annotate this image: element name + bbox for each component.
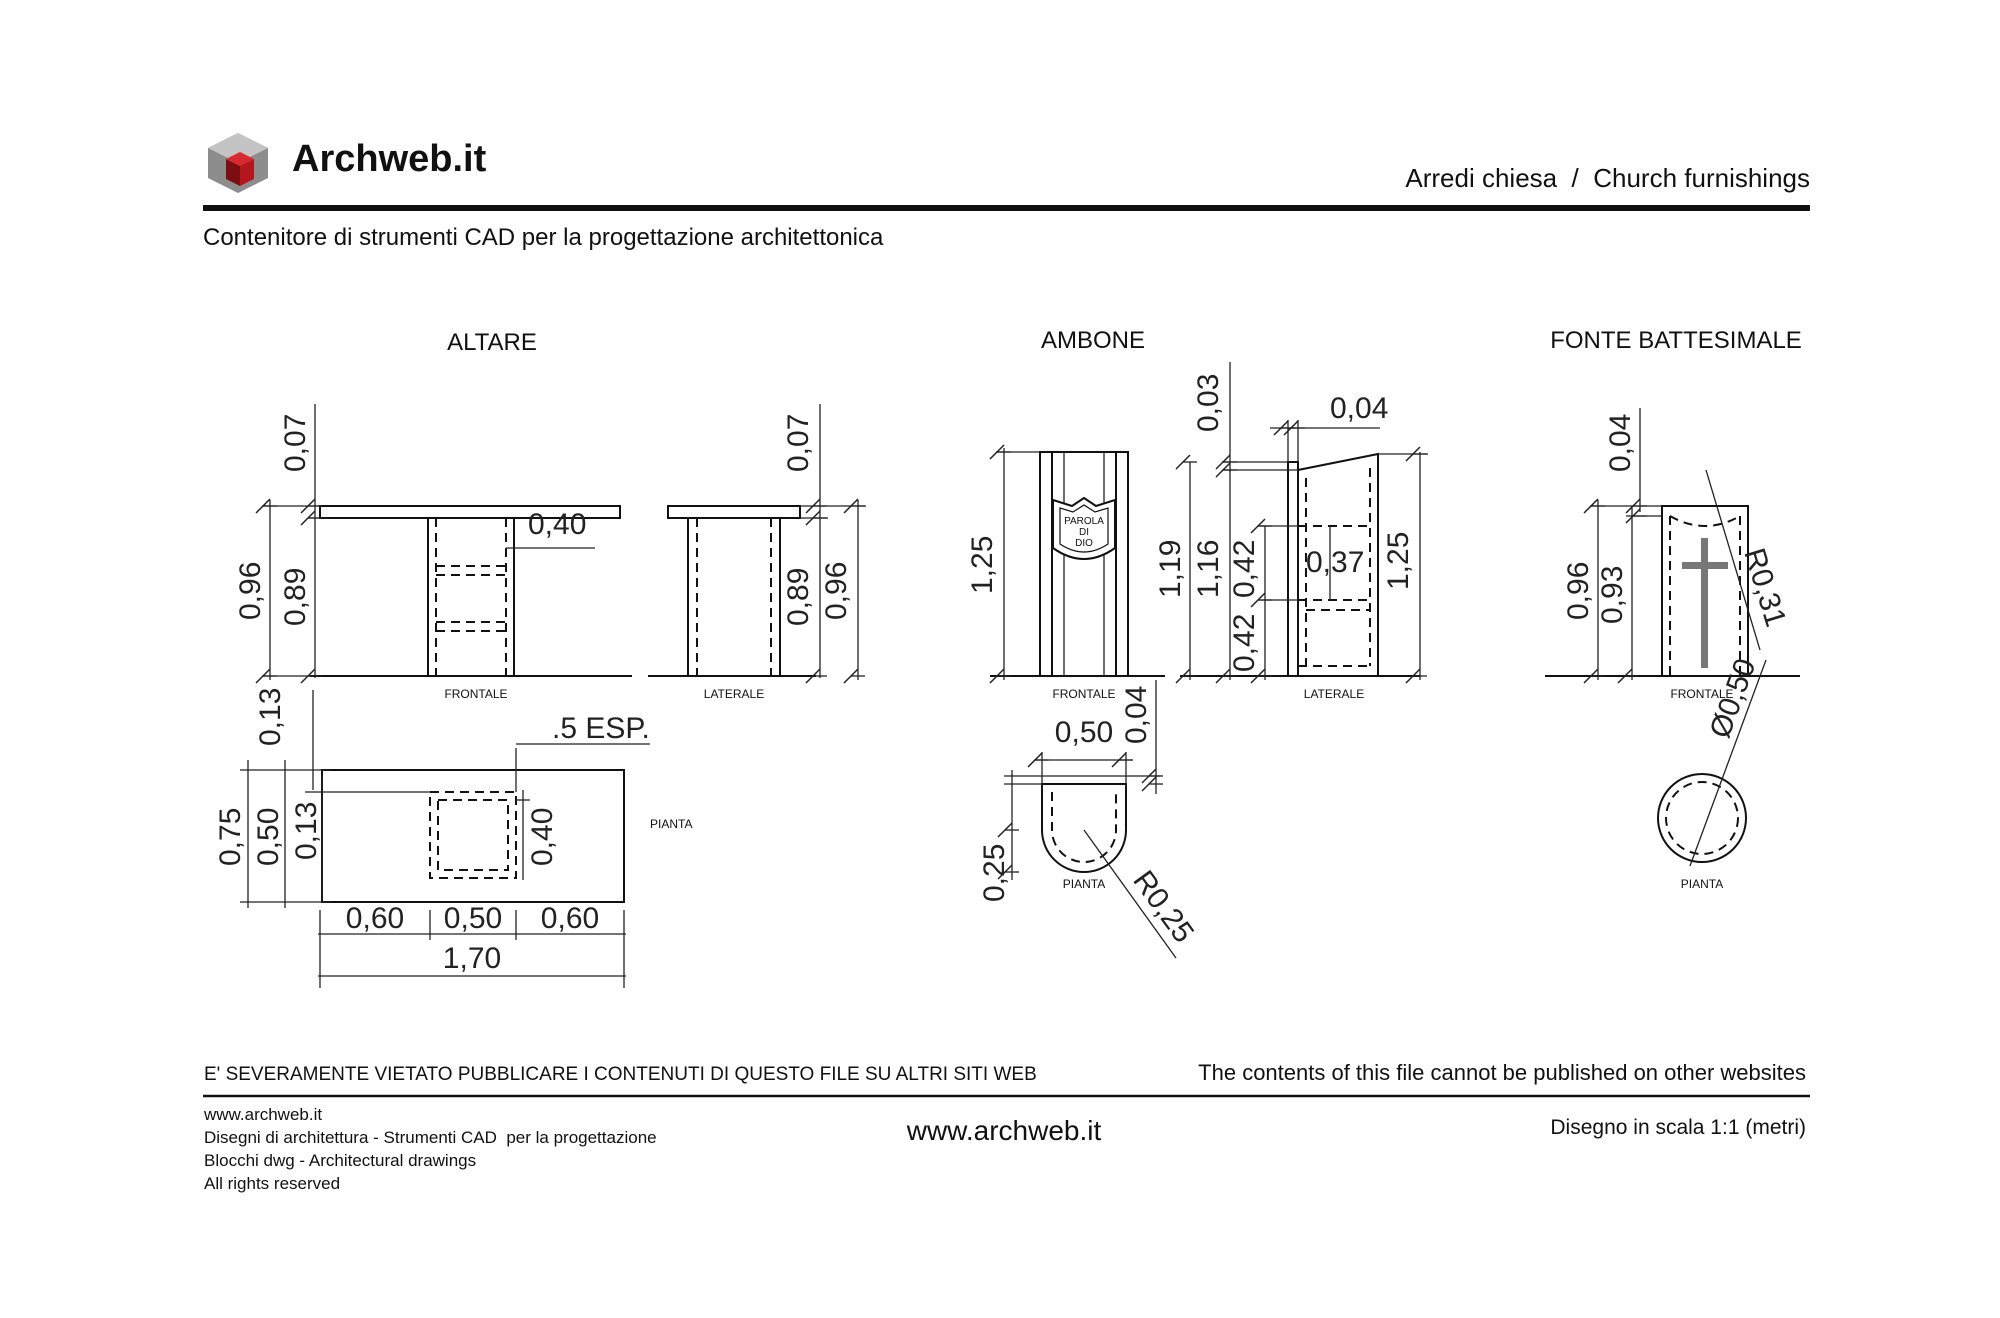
dim-ambone-side-125: 1,25: [1382, 532, 1415, 590]
footer-warning-en: The contents of this file cannot be publ…: [1198, 1060, 1806, 1085]
dim-ambone-037: 0,37: [1306, 546, 1364, 579]
fonte-pianta-label: PIANTA: [1681, 877, 1723, 891]
altare-side-elevation: 0,07 0,89 0,96 LATERALE: [648, 404, 866, 701]
altare-front-elevation: 0,07 0,96 0,89 0,40 FRONTALE: [234, 404, 632, 701]
ambone-plan: 0,50 0,04 0,25 R0,25 PIANTA: [978, 680, 1200, 959]
dim-altare-esp: .5 ESP.: [552, 712, 650, 745]
logo-text: Archweb.it: [292, 138, 487, 180]
fonte-frontale-label: FRONTALE: [1670, 687, 1733, 701]
dim-fonte-096: 0,96: [1562, 562, 1595, 620]
dim-altare-plan-060-right: 0,60: [541, 902, 599, 935]
fonte-front-elevation: 0,04 0,96 0,93 R0,31 FRONTALE: [1545, 408, 1800, 701]
footer-center-url[interactable]: www.archweb.it: [906, 1115, 1102, 1146]
page-subtitle: Contenitore di strumenti CAD per la prog…: [203, 224, 884, 251]
footer-warning-it: E' SEVERAMENTE VIETATO PUBBLICARE I CONT…: [204, 1064, 1037, 1085]
footer-info-line-3: Blocchi dwg - Architectural drawings: [204, 1151, 476, 1170]
parola-di-dio-emblem: PAROLA DI DIO: [1052, 496, 1116, 560]
ambone-section: AMBONE PAROLA DI DIO 1,25 FRONTALE: [966, 327, 1428, 959]
dim-ambone-front-125: 1,25: [966, 536, 999, 594]
dim-ambone-042-bottom: 0,42: [1228, 614, 1261, 672]
footer: E' SEVERAMENTE VIETATO PUBBLICARE I CONT…: [203, 1060, 1810, 1193]
dim-altare-plan-040: 0,40: [526, 808, 559, 866]
dim-altare-plan-170: 1,70: [443, 942, 501, 975]
dim-altare-front-096: 0,96: [234, 562, 267, 620]
footer-info-url[interactable]: www.archweb.it: [203, 1105, 322, 1124]
dim-altare-plan-075: 0,75: [214, 808, 247, 866]
fonte-section: FONTE BATTESIMALE 0,04 0,96 0,93: [1545, 327, 1802, 891]
dim-altare-side-089: 0,89: [782, 568, 815, 626]
dim-fonte-r031: R0,31: [1737, 544, 1792, 630]
footer-info-line-4: All rights reserved: [204, 1174, 340, 1193]
dim-ambone-042-top: 0,42: [1228, 540, 1261, 598]
footer-info-line-2: Disegni di architettura - Strumenti CAD …: [204, 1128, 657, 1147]
dim-ambone-plan-004: 0,04: [1120, 686, 1153, 744]
dim-altare-plan-013-top: 0,13: [254, 688, 287, 746]
dim-altare-plan-050-h: 0,50: [444, 902, 502, 935]
dim-altare-front-089: 0,89: [279, 568, 312, 626]
ambone-frontale-label: FRONTALE: [1052, 687, 1115, 701]
dim-altare-side-096: 0,96: [820, 562, 853, 620]
dim-altare-040: 0,40: [528, 508, 586, 541]
altare-plan: 0,13 .5 ESP. 0,75 0,50 0,13 0,40 PIANTA …: [214, 688, 692, 988]
dim-ambone-004: 0,04: [1330, 392, 1388, 425]
cube-logo-icon: [208, 133, 268, 193]
dim-ambone-116: 1,16: [1192, 540, 1225, 598]
dim-altare-plan-013: 0,13: [290, 802, 323, 860]
dim-altare-plan-050: 0,50: [252, 808, 285, 866]
dim-ambone-r025: R0,25: [1126, 865, 1200, 949]
dim-ambone-plan-050: 0,50: [1055, 716, 1113, 749]
altare-section: ALTARE 0,07 0,96: [214, 329, 866, 988]
altare-title: ALTARE: [447, 329, 537, 356]
ambone-pianta-label: PIANTA: [1063, 877, 1105, 891]
dim-ambone-003: 0,03: [1192, 374, 1225, 432]
footer-scale-note: Disegno in scala 1:1 (metri): [1550, 1116, 1806, 1139]
ambone-side-elevation: 0,03 0,04 1,19 1,16 0,42 0,42 0,37 1,25 …: [1154, 362, 1428, 701]
ambone-title: AMBONE: [1041, 327, 1145, 354]
dim-fonte-093: 0,93: [1596, 566, 1629, 624]
dim-fonte-004: 0,04: [1604, 414, 1637, 472]
emblem-line-3: DIO: [1075, 538, 1093, 549]
dim-ambone-plan-025: 0,25: [978, 844, 1011, 902]
dim-altare-side-007: 0,07: [782, 414, 815, 472]
altare-frontale-label: FRONTALE: [444, 687, 507, 701]
ambone-laterale-label: LATERALE: [1304, 687, 1364, 701]
emblem-line-1: PAROLA: [1064, 516, 1104, 527]
cross-icon: [1682, 538, 1728, 668]
altare-pianta-label: PIANTA: [650, 817, 692, 831]
dim-altare-plan-060-left: 0,60: [346, 902, 404, 935]
archweb-logo[interactable]: Archweb.it: [208, 133, 487, 193]
dim-altare-front-007: 0,07: [279, 414, 312, 472]
emblem-line-2: DI: [1079, 527, 1089, 538]
ambone-front-elevation: PAROLA DI DIO 1,25 FRONTALE: [966, 444, 1165, 701]
category-title: Arredi chiesa / Church furnishings: [1405, 163, 1810, 193]
fonte-title: FONTE BATTESIMALE: [1550, 327, 1802, 354]
altare-laterale-label: LATERALE: [704, 687, 764, 701]
dim-ambone-119: 1,19: [1154, 540, 1187, 598]
